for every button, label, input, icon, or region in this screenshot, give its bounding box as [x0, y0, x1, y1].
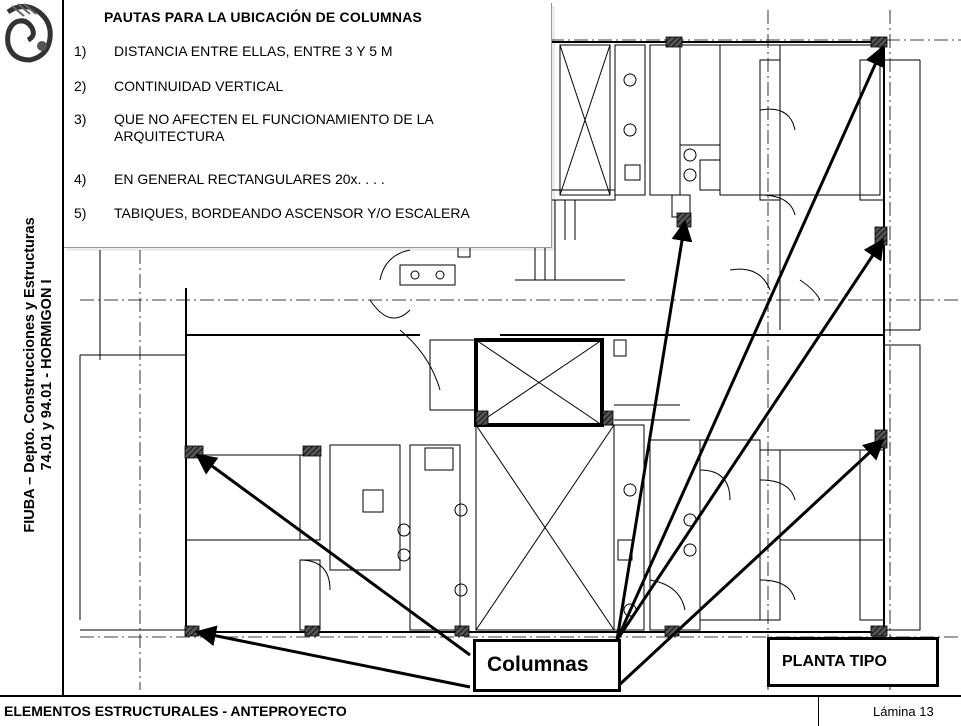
column [184, 625, 200, 637]
item-number: 2) [74, 78, 87, 94]
sidebar: FIUBA – Depto. Construcciones y Estructu… [0, 0, 64, 695]
arrow [615, 238, 885, 641]
column [475, 410, 489, 426]
sidebar-line1: FIUBA – Depto. Construcciones y Estructu… [22, 217, 38, 533]
guidelines-panel: PAUTAS PARA LA UBICACIÓN DE COLUMNAS 1) … [64, 3, 552, 248]
arrow [195, 453, 471, 657]
left-edge [80, 250, 186, 631]
columnas-text: Columnas [487, 653, 589, 676]
column [454, 625, 470, 637]
item-text: QUE NO AFECTEN EL FUNCIONAMIENTO DE LA A… [114, 111, 433, 144]
column [302, 445, 322, 457]
right-rooms [759, 59, 921, 631]
column [602, 410, 614, 426]
arrow [615, 45, 885, 641]
lower-left-rooms [79, 329, 468, 631]
arrow [194, 625, 471, 689]
item-number: 3) [74, 111, 87, 127]
arrows [194, 45, 885, 689]
item-text: TABIQUES, BORDEANDO ASCENSOR Y/O ESCALER… [114, 205, 470, 221]
floor-plan [79, 10, 961, 690]
column [870, 625, 888, 637]
item-text: DISTANCIA ENTRE ELLAS, ENTRE 3 Y 5 M [114, 43, 393, 59]
arrow [615, 438, 885, 689]
item-text: CONTINUIDAD VERTICAL [114, 78, 284, 94]
item-number: 1) [74, 43, 87, 59]
item-number: 4) [74, 171, 87, 187]
arrow [615, 219, 693, 641]
sidebar-line2: 74.01 y 94.01 - HORMIGON I [39, 279, 55, 471]
columns [184, 36, 888, 637]
columnas-label: Columnas [473, 639, 621, 692]
plan-geometry [79, 10, 961, 690]
column [870, 36, 888, 48]
item-number: 5) [74, 205, 87, 221]
guidelines-title: PAUTAS PARA LA UBICACIÓN DE COLUMNAS [104, 9, 423, 25]
column [304, 625, 320, 637]
sheet-number: Lámina 13 [873, 704, 934, 719]
fiuba-logo-icon [2, 2, 58, 64]
footer-divider [818, 697, 819, 726]
planta-text: PLANTA TIPO [782, 653, 887, 670]
column [665, 36, 683, 48]
footer-title: ELEMENTOS ESTRUCTURALES - ANTEPROYECTO [4, 703, 347, 719]
item-text: EN GENERAL RECTANGULARES 20x. . . . [114, 171, 385, 187]
footer: ELEMENTOS ESTRUCTURALES - ANTEPROYECTO L… [0, 695, 961, 726]
planta-tipo-label: PLANTA TIPO [767, 637, 939, 687]
